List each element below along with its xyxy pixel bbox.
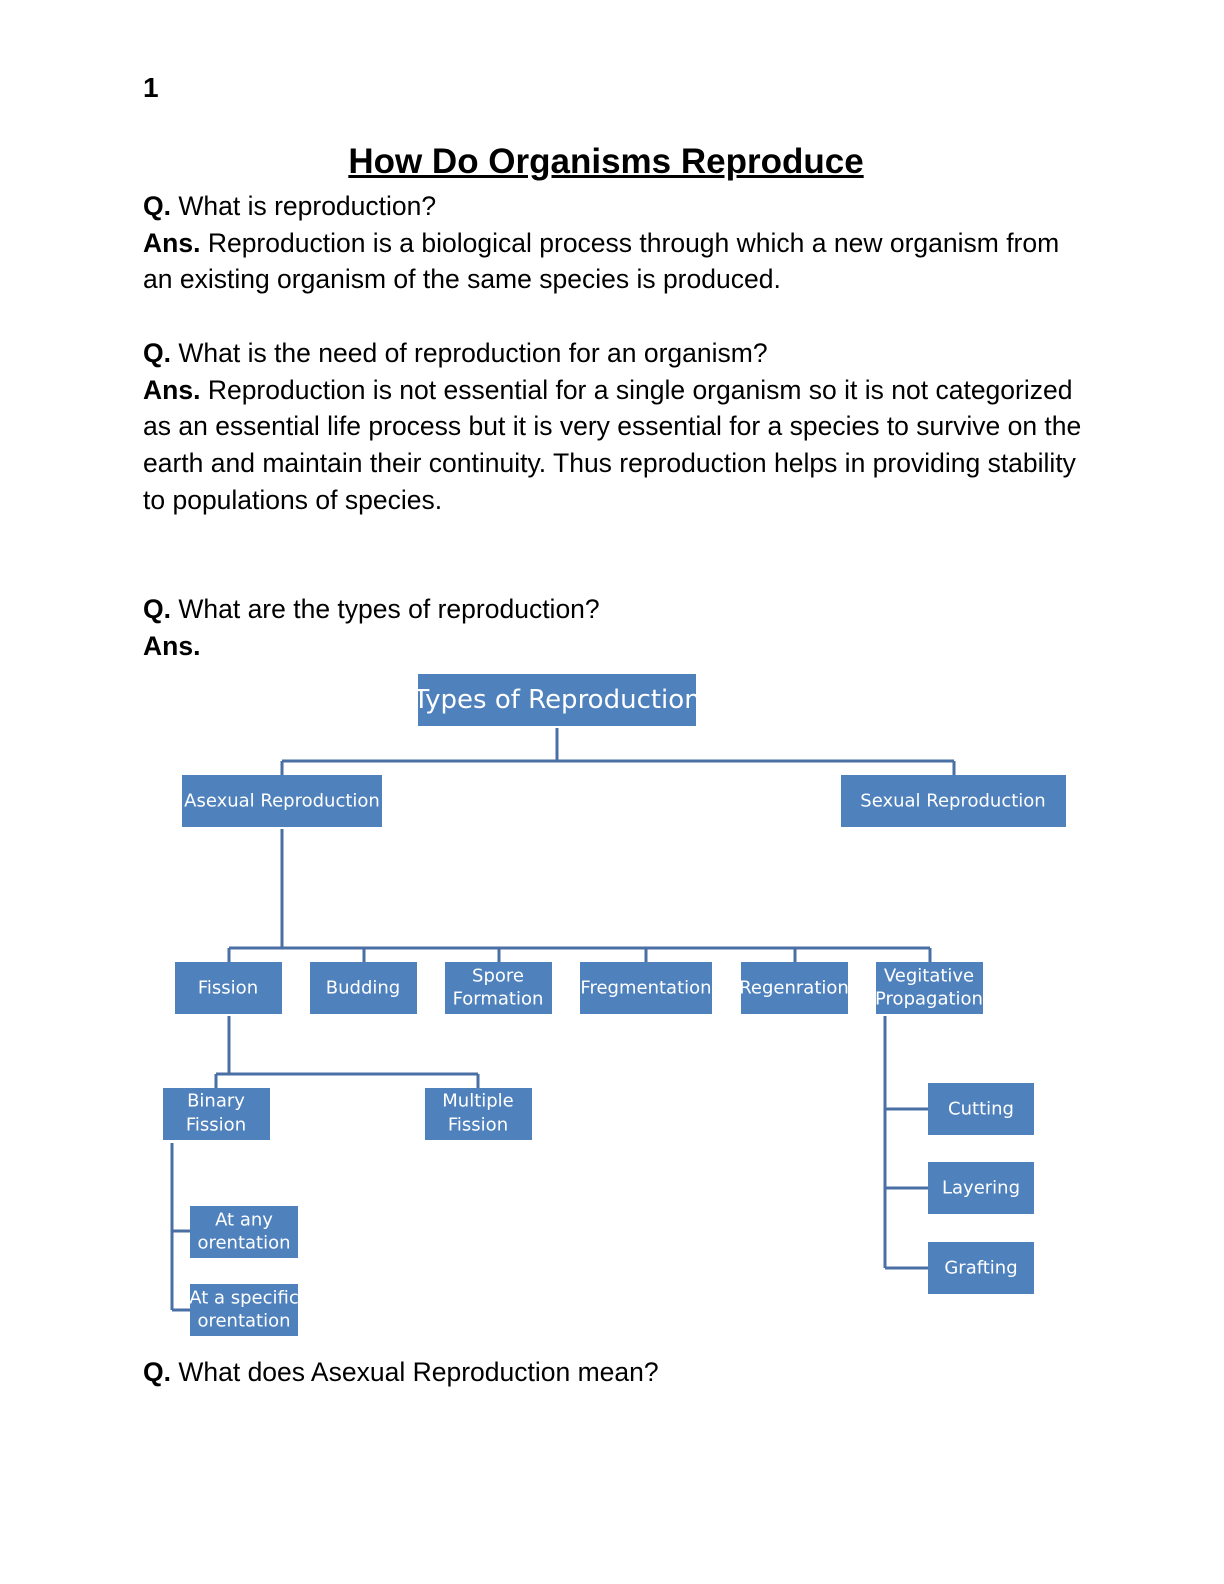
node-binary-fission: Binary Fission [163, 1088, 270, 1140]
question-label: Q. [143, 1357, 171, 1387]
node-binary-label-1: Binary [187, 1091, 245, 1112]
node-sexual: Sexual Reproduction [841, 775, 1066, 827]
node-cutting: Cutting [928, 1083, 1034, 1135]
node-fission: Fission [175, 962, 282, 1014]
question-label: Q. [143, 594, 171, 624]
node-any-orientation-label-1: At any [215, 1210, 273, 1231]
page-number: 1 [143, 72, 159, 103]
connector-fission [214, 1016, 480, 1088]
node-binary-label-2: Fission [186, 1115, 246, 1136]
node-budding: Budding [310, 962, 417, 1014]
question-label: Q. [143, 191, 171, 221]
qa-block-2: Q. What is the need of reproduction for … [143, 335, 1093, 519]
page-title: How Do Organisms Reproduce [348, 142, 864, 181]
node-spore-formation: Spore Formation [445, 962, 552, 1014]
answer-label: Ans. [143, 374, 201, 405]
question-text: What is the need of reproduction for an … [178, 338, 768, 368]
node-asexual-label: Asexual Reproduction [184, 791, 380, 812]
node-vegetative-label-2: Propagation [875, 989, 983, 1010]
answer-label: Ans. [143, 227, 201, 258]
node-layering-label: Layering [942, 1178, 1020, 1199]
node-vegetative-label-1: Vegitative [884, 966, 974, 987]
node-fission-label: Fission [198, 978, 258, 999]
node-specific-orientation-label-1: At a specific [189, 1288, 299, 1309]
connector-binary [170, 1143, 190, 1312]
node-specific-orientation-label-2: orentation [197, 1311, 290, 1332]
connector-lines [170, 728, 956, 1312]
node-any-orientation: At any orentation [190, 1206, 298, 1258]
node-fragmentation-label: Fregmentation [580, 978, 711, 999]
qa-block-1: Q. What is reproduction? Ans. Reproducti… [143, 188, 1093, 298]
node-vegetative-propagation: Vegitative Propagation [875, 962, 983, 1014]
node-regeneration-label: Regenration [739, 978, 849, 999]
node-any-orientation-label-2: orentation [197, 1233, 290, 1254]
node-root-label: Types of Reproduction [412, 685, 700, 715]
node-multiple-label-2: Fission [448, 1115, 508, 1136]
node-spore-label-2: Formation [453, 989, 544, 1010]
node-sexual-label: Sexual Reproduction [860, 791, 1045, 812]
node-multiple-label-1: Multiple [442, 1091, 514, 1112]
question-text: What is reproduction? [178, 191, 437, 221]
node-cutting-label: Cutting [948, 1099, 1014, 1120]
connector-asexual [227, 829, 932, 962]
question-text: What are the types of reproduction? [178, 594, 600, 624]
node-specific-orientation: At a specific orentation [189, 1284, 299, 1336]
question-label: Q. [143, 338, 171, 368]
node-grafting: Grafting [928, 1242, 1034, 1294]
node-budding-label: Budding [326, 978, 400, 999]
answer-text: Reproduction is a biological process thr… [143, 227, 1060, 295]
node-fragmentation: Fregmentation [580, 962, 712, 1014]
node-spore-label-1: Spore [472, 966, 524, 987]
node-regeneration: Regenration [739, 962, 849, 1014]
answer-text: Reproduction is not essential for a sing… [143, 374, 1082, 515]
question-text: What does Asexual Reproduction mean? [178, 1357, 659, 1387]
connector-vegetative [883, 1016, 928, 1270]
node-multiple-fission: Multiple Fission [425, 1088, 532, 1140]
node-layering: Layering [928, 1162, 1034, 1214]
answer-label: Ans. [143, 630, 201, 661]
connector-root [280, 728, 956, 775]
qa-block-4: Q. What does Asexual Reproduction mean? [143, 1354, 1093, 1391]
node-grafting-label: Grafting [944, 1258, 1017, 1279]
node-root: Types of Reproduction [412, 674, 701, 726]
node-asexual: Asexual Reproduction [182, 775, 382, 827]
qa-block-3: Q. What are the types of reproduction? A… [143, 591, 1093, 664]
